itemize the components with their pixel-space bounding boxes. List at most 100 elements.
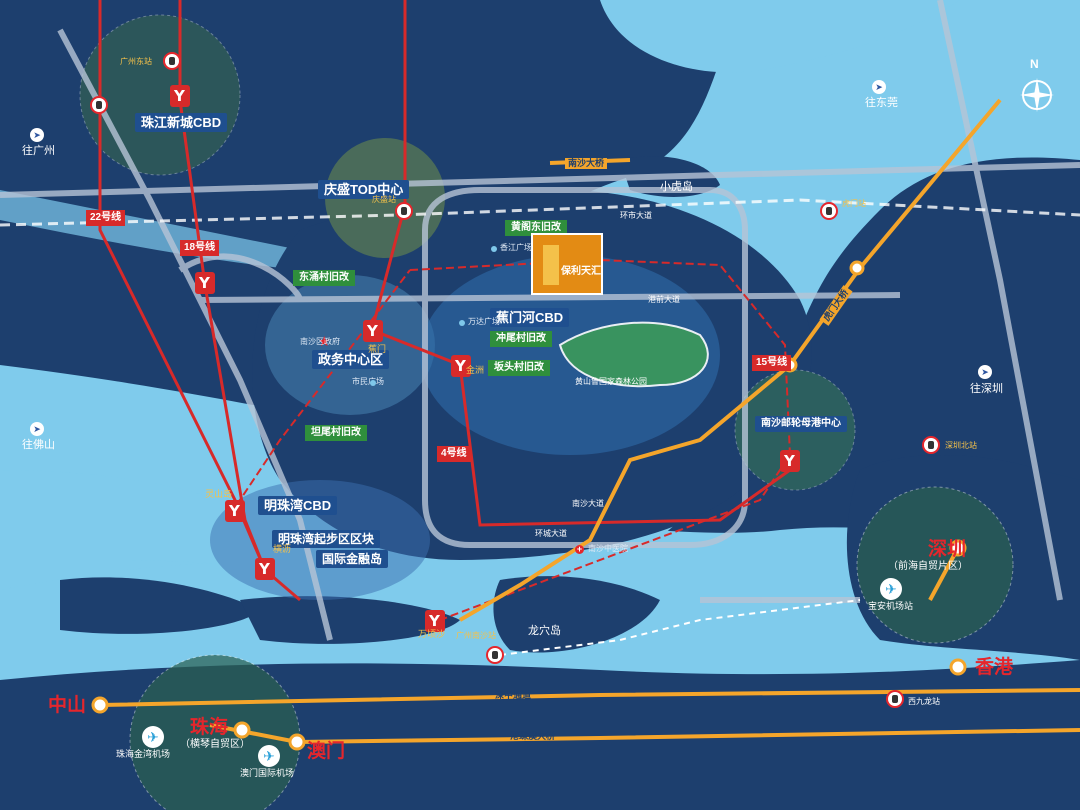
district-nansha-port[interactable]: 南沙邮轮母港中心 bbox=[755, 416, 847, 432]
metro-station-icon[interactable] bbox=[170, 85, 190, 107]
renewal-donghong[interactable]: 东涌村旧改 bbox=[293, 270, 355, 286]
dir-guangzhou: 往广州 bbox=[22, 145, 55, 157]
south-island-1 bbox=[60, 577, 260, 634]
compass-rose-icon bbox=[1020, 78, 1054, 112]
glow-zhengwu bbox=[265, 275, 435, 415]
airport-zhuhai: 珠海金湾机场 bbox=[116, 749, 171, 759]
train-station-icon[interactable] bbox=[163, 52, 181, 70]
district-zhujiang[interactable]: 珠江新城CBD bbox=[135, 113, 228, 132]
station-lingshan: 灵山岛 bbox=[205, 489, 233, 499]
renewal-huangge[interactable]: 黄阁东旧改 bbox=[505, 220, 567, 236]
station-humen: 虎门站 bbox=[842, 199, 866, 208]
building-icon bbox=[543, 245, 559, 285]
district-qingsheng[interactable]: 庆盛TOD中心 bbox=[318, 180, 410, 199]
city-zhuhai: 珠海 bbox=[190, 717, 229, 738]
hospital-icon: + bbox=[575, 544, 584, 554]
renewal-bantou[interactable]: 坂头村旧改 bbox=[488, 360, 550, 376]
poi-hospital: 南沙中医院 bbox=[588, 544, 628, 553]
station-jiaomen: 蕉门 bbox=[368, 344, 387, 354]
station-qingsheng: 庆盛站 bbox=[372, 195, 396, 204]
dir-shenzhen: 往深圳 bbox=[970, 383, 1003, 395]
station-west-kowloon: 西九龙站 bbox=[908, 697, 940, 706]
glow-shenzhen bbox=[856, 486, 1014, 644]
road-nansha: 南沙大道 bbox=[572, 499, 604, 508]
district-zhengwu[interactable]: 政务中心区 bbox=[312, 350, 390, 369]
district-jiaomenhe[interactable]: 蕉门河CBD bbox=[490, 308, 570, 327]
metro-station-icon[interactable] bbox=[225, 500, 245, 522]
line-15-badge[interactable]: 15号线 bbox=[752, 355, 792, 371]
station-gz-east: 广州东站 bbox=[120, 57, 152, 66]
bridge-nansha: 南沙大桥 bbox=[565, 158, 608, 169]
metro-station-icon[interactable] bbox=[780, 450, 800, 472]
direction-icon: ➤ bbox=[30, 128, 44, 142]
metro-station-icon[interactable] bbox=[425, 610, 445, 632]
station-jinzhou: 金洲 bbox=[466, 365, 485, 375]
poi-wanda: 万达广场 bbox=[468, 317, 500, 326]
airport-shenzhen: 宝安机场站 bbox=[868, 601, 914, 611]
direction-icon: ➤ bbox=[872, 80, 886, 94]
river-creek bbox=[0, 190, 300, 270]
compass-letter: N bbox=[1030, 57, 1039, 71]
city-shenzhen-sub: （前海自贸片区） bbox=[888, 561, 968, 572]
train-station-icon[interactable] bbox=[486, 646, 504, 664]
line-4-badge[interactable]: 4号线 bbox=[437, 446, 471, 462]
project-name: 保利天汇 bbox=[561, 266, 601, 277]
road-huanjian: 环城大道 bbox=[535, 529, 567, 538]
direction-icon: ➤ bbox=[978, 365, 992, 379]
south-island-2 bbox=[240, 596, 460, 644]
direction-icon: ➤ bbox=[30, 422, 44, 436]
railway bbox=[0, 198, 1080, 227]
district-guoji-jinrong[interactable]: 国际金融岛 bbox=[316, 550, 389, 568]
airplane-icon[interactable]: ✈ bbox=[258, 745, 280, 767]
train-station-icon[interactable] bbox=[922, 436, 940, 454]
city-shenzhen: 深圳 bbox=[928, 539, 967, 560]
road-gangqian: 港前大道 bbox=[648, 295, 680, 304]
train-station-icon[interactable] bbox=[820, 202, 838, 220]
poi-gov: 南沙区政府 bbox=[300, 337, 340, 346]
airport-macau: 澳门国际机场 bbox=[240, 768, 295, 778]
gov-star-icon: ★ bbox=[318, 333, 331, 349]
metro-station-icon[interactable] bbox=[195, 272, 215, 294]
airplane-icon[interactable]: ✈ bbox=[142, 726, 164, 748]
district-xiaohu: 小虎岛 bbox=[660, 181, 693, 193]
glow-zhujiang bbox=[79, 14, 241, 176]
station-shenzhen-north: 深圳北站 bbox=[945, 441, 977, 450]
bridge-shenzhong: 深中通道 bbox=[495, 690, 532, 700]
city-macau: 澳门 bbox=[307, 741, 346, 762]
dir-foshan: 往佛山 bbox=[22, 439, 55, 451]
compass: N bbox=[1018, 58, 1056, 118]
renewal-chongwei[interactable]: 冲尾村旧改 bbox=[490, 331, 552, 347]
poi-dot-icon bbox=[459, 320, 465, 326]
station-hengli: 横沥 bbox=[273, 544, 292, 554]
road-huanshi: 环市大道 bbox=[620, 211, 652, 220]
city-zhuhai-sub: （横琴自贸区） bbox=[180, 739, 250, 750]
renewal-tanwei[interactable]: 坦尾村旧改 bbox=[305, 425, 367, 441]
south-island-3 bbox=[493, 576, 660, 653]
district-mingzhuwan[interactable]: 明珠湾CBD bbox=[258, 496, 338, 515]
train-station-icon[interactable] bbox=[886, 690, 904, 708]
metro-station-icon[interactable] bbox=[255, 558, 275, 580]
metro-station-icon[interactable] bbox=[451, 355, 471, 377]
airplane-icon[interactable]: ✈ bbox=[880, 578, 902, 600]
district-longxue: 龙穴岛 bbox=[528, 625, 561, 637]
highways bbox=[99, 98, 1080, 745]
rail-gzsouth bbox=[499, 599, 861, 656]
poi-xiangjiang: 香江广场 bbox=[500, 243, 532, 252]
bridge-gangzhuao: 港珠澳大桥 bbox=[510, 731, 556, 741]
train-station-icon[interactable] bbox=[90, 96, 108, 114]
line-18-badge[interactable]: 18号线 bbox=[180, 240, 220, 256]
city-zhongshan: 中山 bbox=[48, 695, 87, 716]
district-mingzhuwan-qibu[interactable]: 明珠湾起步区区块 bbox=[272, 530, 381, 548]
poi-dot-icon bbox=[491, 246, 497, 252]
station-wanqingsha: 万顷沙 bbox=[418, 629, 446, 639]
dir-dongguan: 往东莞 bbox=[865, 97, 898, 109]
project-marker[interactable]: 保利天汇 bbox=[531, 233, 603, 295]
metro-station-icon[interactable] bbox=[363, 320, 383, 342]
city-hongkong: 香港 bbox=[975, 657, 1014, 678]
poi-dot-icon bbox=[370, 380, 376, 386]
poi-citizen: 市民广场 bbox=[352, 377, 384, 386]
train-station-icon[interactable] bbox=[395, 202, 413, 220]
line-22-badge[interactable]: 22号线 bbox=[86, 210, 126, 226]
